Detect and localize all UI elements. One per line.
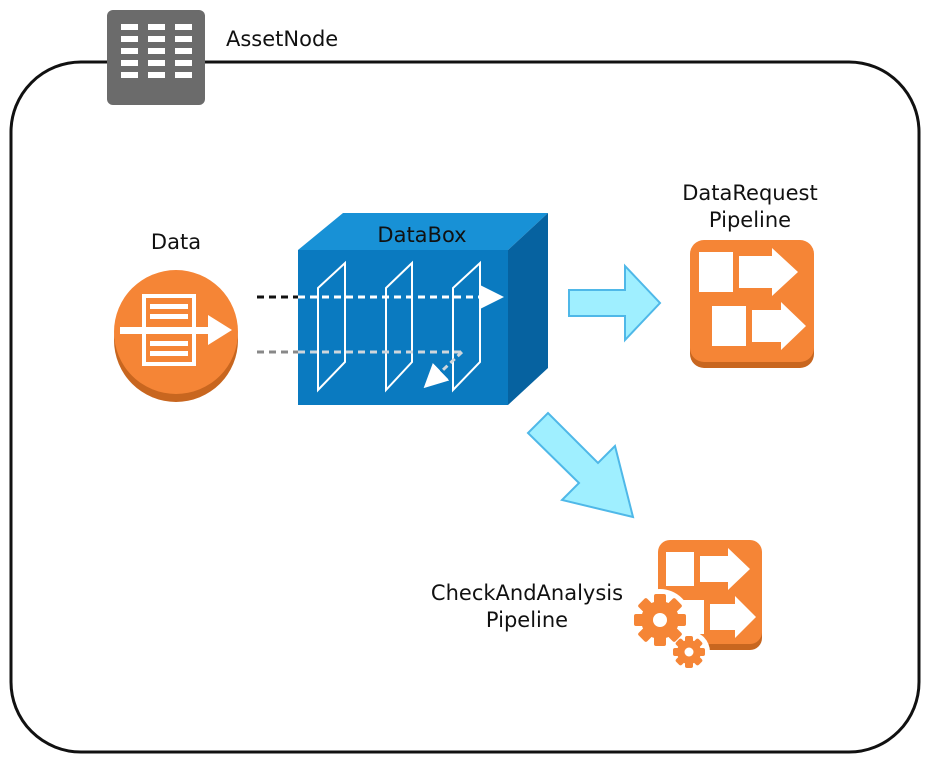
checkanalysis-pipeline-label-line2: Pipeline bbox=[485, 608, 569, 632]
databox-label: DataBox bbox=[377, 223, 467, 247]
server-rack-icon bbox=[107, 10, 205, 105]
databox-cube-icon bbox=[257, 213, 548, 405]
datarequest-pipeline-label-line1: DataRequest bbox=[682, 181, 818, 205]
flow-arrow-to-checkanalysis bbox=[526, 411, 635, 519]
flow-arrow-to-datarequest bbox=[568, 263, 662, 343]
asset-node-container bbox=[9, 60, 921, 754]
pipeline-gears-icon bbox=[629, 540, 762, 673]
data-label: Data bbox=[150, 230, 202, 254]
datarequest-pipeline-label-line2: Pipeline bbox=[708, 208, 792, 232]
data-transfer-icon bbox=[114, 270, 238, 402]
asset-node-title: AssetNode bbox=[226, 27, 339, 51]
pipeline-icon bbox=[690, 240, 814, 368]
checkanalysis-pipeline-label-line1: CheckAndAnalysis bbox=[430, 581, 624, 605]
